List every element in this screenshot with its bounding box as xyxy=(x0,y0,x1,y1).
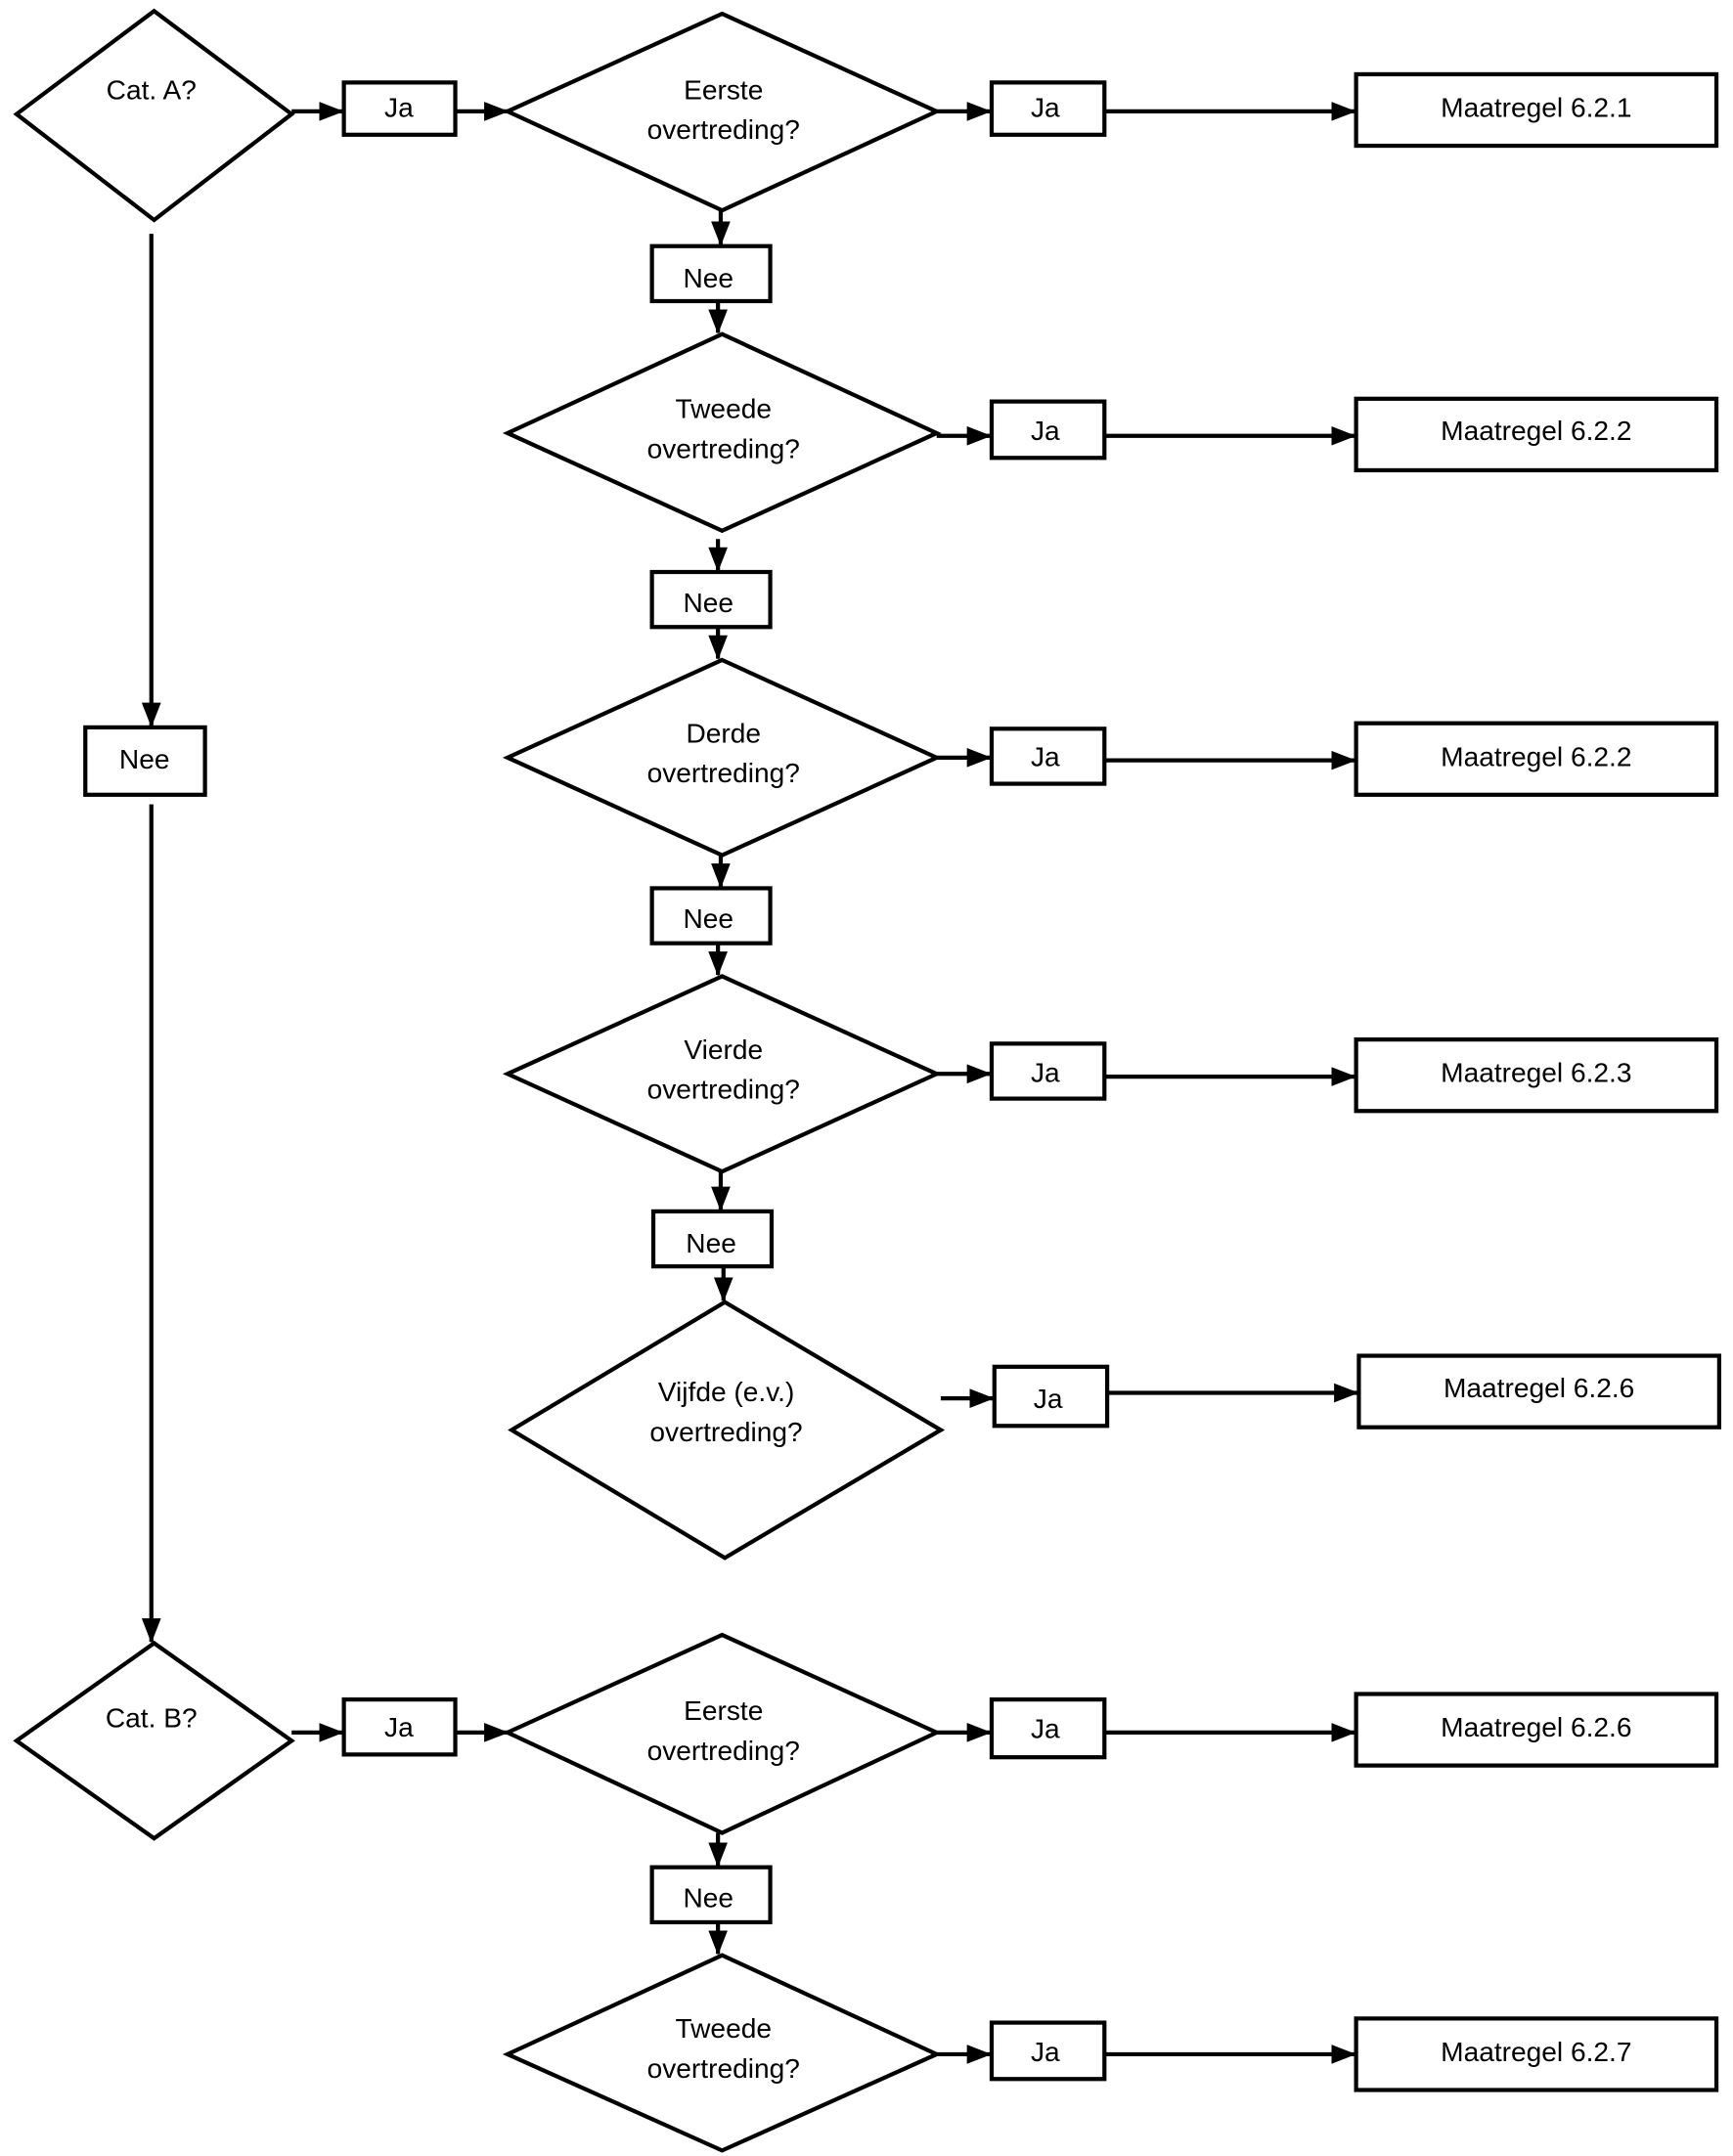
decision-a-eerste: Eerste overtreding? xyxy=(502,11,942,213)
label-text: Nee xyxy=(683,1882,733,1913)
decision-line2: overtreding? xyxy=(647,1736,800,1766)
result-text: Maatregel 6.2.2 xyxy=(1441,741,1631,771)
result-a-derde: Maatregel 6.2.2 xyxy=(1354,721,1719,797)
decision-line1: Tweede xyxy=(676,2013,772,2044)
label-b-tweede-ja: Ja xyxy=(989,2020,1107,2082)
decision-line1: Tweede xyxy=(676,394,772,424)
label-text: Ja xyxy=(384,1712,414,1742)
label-a-vijfde-ja: Ja xyxy=(992,1364,1110,1429)
result-text: Maatregel 6.2.3 xyxy=(1441,1058,1631,1088)
label-a-tweede-nee: Nee xyxy=(649,569,773,630)
label-text: Nee xyxy=(119,744,170,774)
decision-line1: Eerste xyxy=(684,74,763,105)
label-text: Ja xyxy=(1031,1714,1060,1744)
label-cat-a-nee: Nee xyxy=(83,725,207,797)
decision-line2: overtreding? xyxy=(647,2053,800,2084)
result-text: Maatregel 6.2.2 xyxy=(1441,416,1631,446)
label-text: Nee xyxy=(686,1228,736,1258)
label-a-vierde-ja: Ja xyxy=(989,1041,1107,1101)
result-text: Maatregel 6.2.6 xyxy=(1444,1373,1634,1403)
decision-line2: overtreding? xyxy=(649,1417,802,1447)
label-a-eerste-nee: Nee xyxy=(649,243,773,304)
label-a-tweede-ja: Ja xyxy=(989,399,1107,461)
label-text: Nee xyxy=(683,588,733,618)
decision-b-eerste: Eerste overtreding? xyxy=(502,1632,942,1835)
result-b-eerste: Maatregel 6.2.6 xyxy=(1354,1692,1719,1768)
connectors xyxy=(141,102,1359,2064)
decision-a-derde: Derde overtreding? xyxy=(502,657,942,858)
label-text: Nee xyxy=(683,263,733,293)
label-text: Ja xyxy=(384,93,414,123)
decision-line1: Vijfde (e.v.) xyxy=(658,1377,795,1407)
label-cat-b-ja: Ja xyxy=(341,1697,458,1757)
label-text: Ja xyxy=(1031,2037,1060,2067)
label-a-eerste-ja: Ja xyxy=(989,80,1107,137)
decision-line2: overtreding? xyxy=(647,1075,800,1105)
label-b-eerste-ja: Ja xyxy=(989,1697,1107,1760)
label-b-eerste-nee: Nee xyxy=(649,1865,773,1925)
label-a-vierde-nee: Nee xyxy=(650,1209,775,1269)
decision-line2: overtreding? xyxy=(647,114,800,145)
decision-line1: Eerste xyxy=(684,1695,763,1726)
label-cat-a-ja: Ja xyxy=(341,80,458,137)
label-a-derde-nee: Nee xyxy=(649,886,773,946)
result-a-vierde: Maatregel 6.2.3 xyxy=(1354,1037,1719,1114)
decision-cat-b: Cat. B? xyxy=(13,1640,295,1841)
label-text: Ja xyxy=(1031,93,1060,123)
decision-a-vijfde: Vijfde (e.v.) overtreding? xyxy=(508,1299,946,1561)
result-a-tweede: Maatregel 6.2.2 xyxy=(1354,396,1719,473)
label-text: Ja xyxy=(1031,741,1060,771)
decision-a-tweede: Tweede overtreding? xyxy=(502,331,942,534)
decision-b-tweede: Tweede overtreding? xyxy=(502,1953,942,2153)
result-text: Maatregel 6.2.7 xyxy=(1441,2037,1631,2067)
result-b-tweede: Maatregel 6.2.7 xyxy=(1354,2016,1719,2092)
decision-line2: overtreding? xyxy=(647,758,800,788)
result-a-vijfde: Maatregel 6.2.6 xyxy=(1356,1353,1721,1430)
label-text: Ja xyxy=(1031,416,1060,446)
decision-cat-b-label: Cat. B? xyxy=(106,1702,198,1733)
result-text: Maatregel 6.2.6 xyxy=(1441,1712,1631,1742)
decision-cat-a: Cat. A? xyxy=(13,8,295,223)
decision-line1: Vierde xyxy=(684,1034,763,1065)
decision-a-vierde: Vierde overtreding? xyxy=(502,974,942,1174)
decision-line2: overtreding? xyxy=(647,433,800,463)
label-text: Ja xyxy=(1031,1058,1060,1088)
label-text: Nee xyxy=(683,903,733,934)
decision-cat-a-label: Cat. A? xyxy=(107,74,197,105)
result-text: Maatregel 6.2.1 xyxy=(1441,93,1631,123)
label-a-derde-ja: Ja xyxy=(989,726,1107,786)
result-a-eerste: Maatregel 6.2.1 xyxy=(1354,71,1719,149)
decision-line1: Derde xyxy=(686,718,761,748)
label-text: Ja xyxy=(1034,1384,1063,1414)
